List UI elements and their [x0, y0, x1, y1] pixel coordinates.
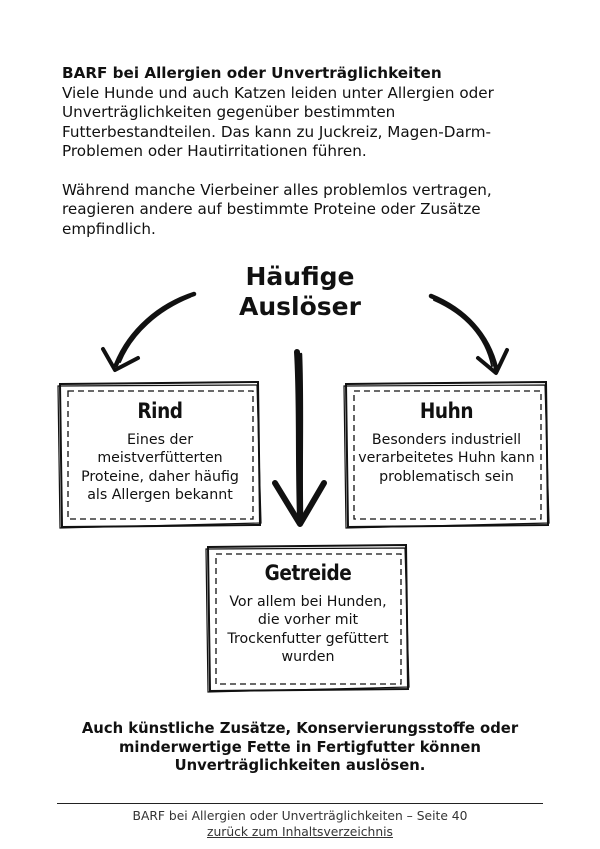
intro-paragraph-1: Viele Hunde und auch Katzen leiden unter… [62, 83, 494, 161]
curved-arrow-right-icon [428, 293, 509, 375]
page-footer: BARF bei Allergien oder Unverträglichkei… [0, 808, 600, 840]
box-frame-huhn [343, 380, 550, 529]
box-frame-rind [57, 380, 262, 529]
down-arrow-icon [272, 349, 327, 527]
trigger-box-rind: Rind Eines der meistverfütterten Protein… [60, 383, 260, 526]
trigger-name: Huhn [419, 399, 474, 423]
trigger-name: Getreide [264, 561, 352, 585]
trigger-box-huhn: Huhn Besonders industriell verarbeitetes… [345, 383, 548, 526]
section-heading: BARF bei Allergien oder Unverträglichkei… [62, 64, 442, 82]
trigger-description: Eines der meistverfütterten Proteine, da… [81, 432, 239, 503]
trigger-name: Rind [137, 399, 183, 423]
footer-divider [57, 803, 543, 804]
trigger-box-getreide: Getreide Vor allem bei Hunden, die vorhe… [208, 545, 408, 690]
diagram-title-line-1: Häufige [245, 262, 355, 291]
trigger-description: Besonders industriell verarbeitetes Huhn… [358, 432, 535, 485]
trigger-description: Vor allem bei Hunden, die vorher mit Tro… [227, 594, 389, 665]
diagram-title-line-2: Auslöser [239, 292, 361, 321]
closing-note: Auch künstliche Zusätze, Konservierungss… [81, 720, 519, 774]
toc-link[interactable]: zurück zum Inhaltsverzeichnis [207, 825, 393, 839]
intro-section: BARF bei Allergien oder Unverträglichkei… [62, 64, 532, 239]
footer-page-label: BARF bei Allergien oder Unverträglichkei… [132, 809, 468, 823]
box-frame-getreide [205, 543, 410, 693]
diagram-title: Häufige Auslöser [200, 262, 400, 322]
intro-paragraph-2: Während manche Vierbeiner alles probleml… [62, 180, 492, 238]
curved-arrow-left-icon [101, 291, 197, 372]
